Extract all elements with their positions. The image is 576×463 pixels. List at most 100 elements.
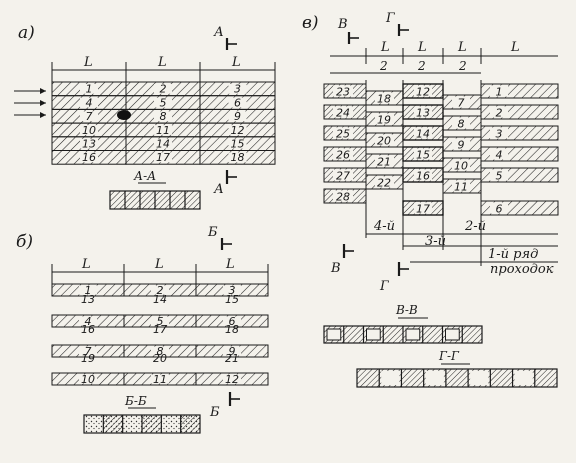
dim-label: L	[417, 40, 427, 55]
number-mask	[414, 169, 432, 181]
number-mask	[414, 202, 432, 214]
block-number: 21	[377, 156, 391, 169]
number-mask	[333, 127, 353, 139]
block-number: 28	[336, 191, 350, 204]
section-g-strip	[356, 368, 558, 388]
drill-hole-marker	[117, 110, 131, 120]
block-number: 4	[85, 315, 92, 328]
number-mask	[154, 84, 172, 94]
cut-mark-label: Г	[385, 11, 395, 26]
dim-label: L	[510, 40, 520, 55]
number-mask	[223, 285, 241, 295]
panel-a-cut-marks: А А	[213, 25, 237, 197]
number-mask	[228, 84, 247, 94]
number-mask	[151, 285, 169, 295]
section-title: В-В	[395, 303, 418, 317]
section-title: Б-Б	[124, 394, 147, 408]
block-number: 12	[225, 373, 239, 386]
block-number: 10	[81, 373, 95, 386]
number-mask	[414, 106, 432, 118]
number-mask	[151, 374, 169, 384]
section-v-strip	[323, 325, 483, 344]
block-number: 7	[85, 345, 92, 358]
section-title: А-А	[133, 169, 156, 183]
block-number: 13	[416, 107, 430, 120]
block-number: 8	[157, 345, 164, 358]
number-mask	[228, 97, 247, 108]
panel-b-dimension: L L L	[51, 257, 269, 284]
block-number: 18	[377, 93, 391, 106]
block-number: 2	[160, 83, 167, 96]
dim-label: L	[380, 40, 390, 55]
number-mask	[333, 148, 353, 160]
number-mask	[154, 152, 172, 163]
cut-mark-label: Б	[207, 225, 218, 240]
cut-mark-label: Г	[379, 279, 389, 294]
pass-label: 2-й	[464, 219, 486, 234]
dim-label: L	[81, 257, 91, 272]
section-body	[356, 368, 558, 388]
block-number: 11	[156, 124, 170, 137]
dim-label: L	[457, 40, 467, 55]
block-number: 14	[156, 138, 170, 151]
number-mask	[154, 97, 172, 108]
section-cell	[326, 328, 342, 341]
number-mask	[490, 106, 508, 118]
sub-dim-label: 2	[458, 59, 467, 73]
section-cell	[142, 415, 162, 433]
section-b-strip	[83, 414, 201, 434]
block-number: 10	[82, 124, 96, 137]
block-number: 15	[225, 293, 239, 306]
panel-v-passes: 4-й 3-й 2-й 1-й ряд проходок	[365, 210, 558, 277]
dim-label: L	[225, 257, 235, 272]
number-mask	[452, 138, 470, 150]
panel-v-grid: 2324252627281819202122121314151617789101…	[323, 80, 559, 216]
number-mask	[79, 316, 97, 326]
block-number: 9	[229, 345, 236, 358]
number-mask	[333, 106, 353, 118]
block-number: 15	[416, 149, 430, 162]
block-number: 10	[454, 160, 468, 173]
block-number: 7	[458, 97, 465, 110]
panel-b-label: б)	[16, 232, 33, 252]
block-number: 18	[225, 323, 239, 336]
block-number: 16	[81, 323, 95, 336]
block-number: 1	[86, 83, 93, 96]
number-mask	[452, 159, 470, 171]
number-mask	[154, 138, 172, 149]
block-number: 1	[496, 86, 503, 99]
block-number: 15	[231, 138, 245, 151]
panel-v-dimension: L L L L 2 2 2	[330, 40, 558, 74]
panel-a-arrows	[14, 88, 46, 118]
block-number: 14	[153, 293, 167, 306]
panel-a-dimension: L L L	[51, 55, 276, 82]
dim-label: L	[231, 55, 241, 70]
number-mask	[80, 125, 98, 135]
cut-mark-label: В	[337, 17, 348, 32]
number-mask	[228, 125, 247, 135]
number-mask	[333, 85, 353, 97]
section-cell	[103, 415, 123, 433]
number-mask	[80, 111, 98, 122]
number-mask	[228, 152, 247, 163]
number-mask	[375, 134, 394, 146]
panel-v-cut-marks: В Г В Г	[330, 11, 409, 294]
number-mask	[375, 176, 394, 188]
block-number: 26	[336, 149, 350, 162]
block-number: 9	[234, 110, 241, 123]
section-cell	[381, 371, 400, 385]
block-number: 14	[416, 128, 430, 141]
block-number: 8	[458, 118, 465, 131]
dim-label: L	[154, 257, 164, 272]
sub-dim-label: 2	[417, 59, 426, 73]
number-mask	[490, 148, 508, 160]
panel-v: в) В Г В Г L L L L 2	[302, 11, 559, 388]
number-mask	[223, 374, 241, 384]
block-number: 6	[496, 203, 503, 216]
number-mask	[333, 190, 353, 202]
cut-mark-label: А	[213, 25, 224, 40]
pass-label: 4-й	[373, 219, 395, 234]
